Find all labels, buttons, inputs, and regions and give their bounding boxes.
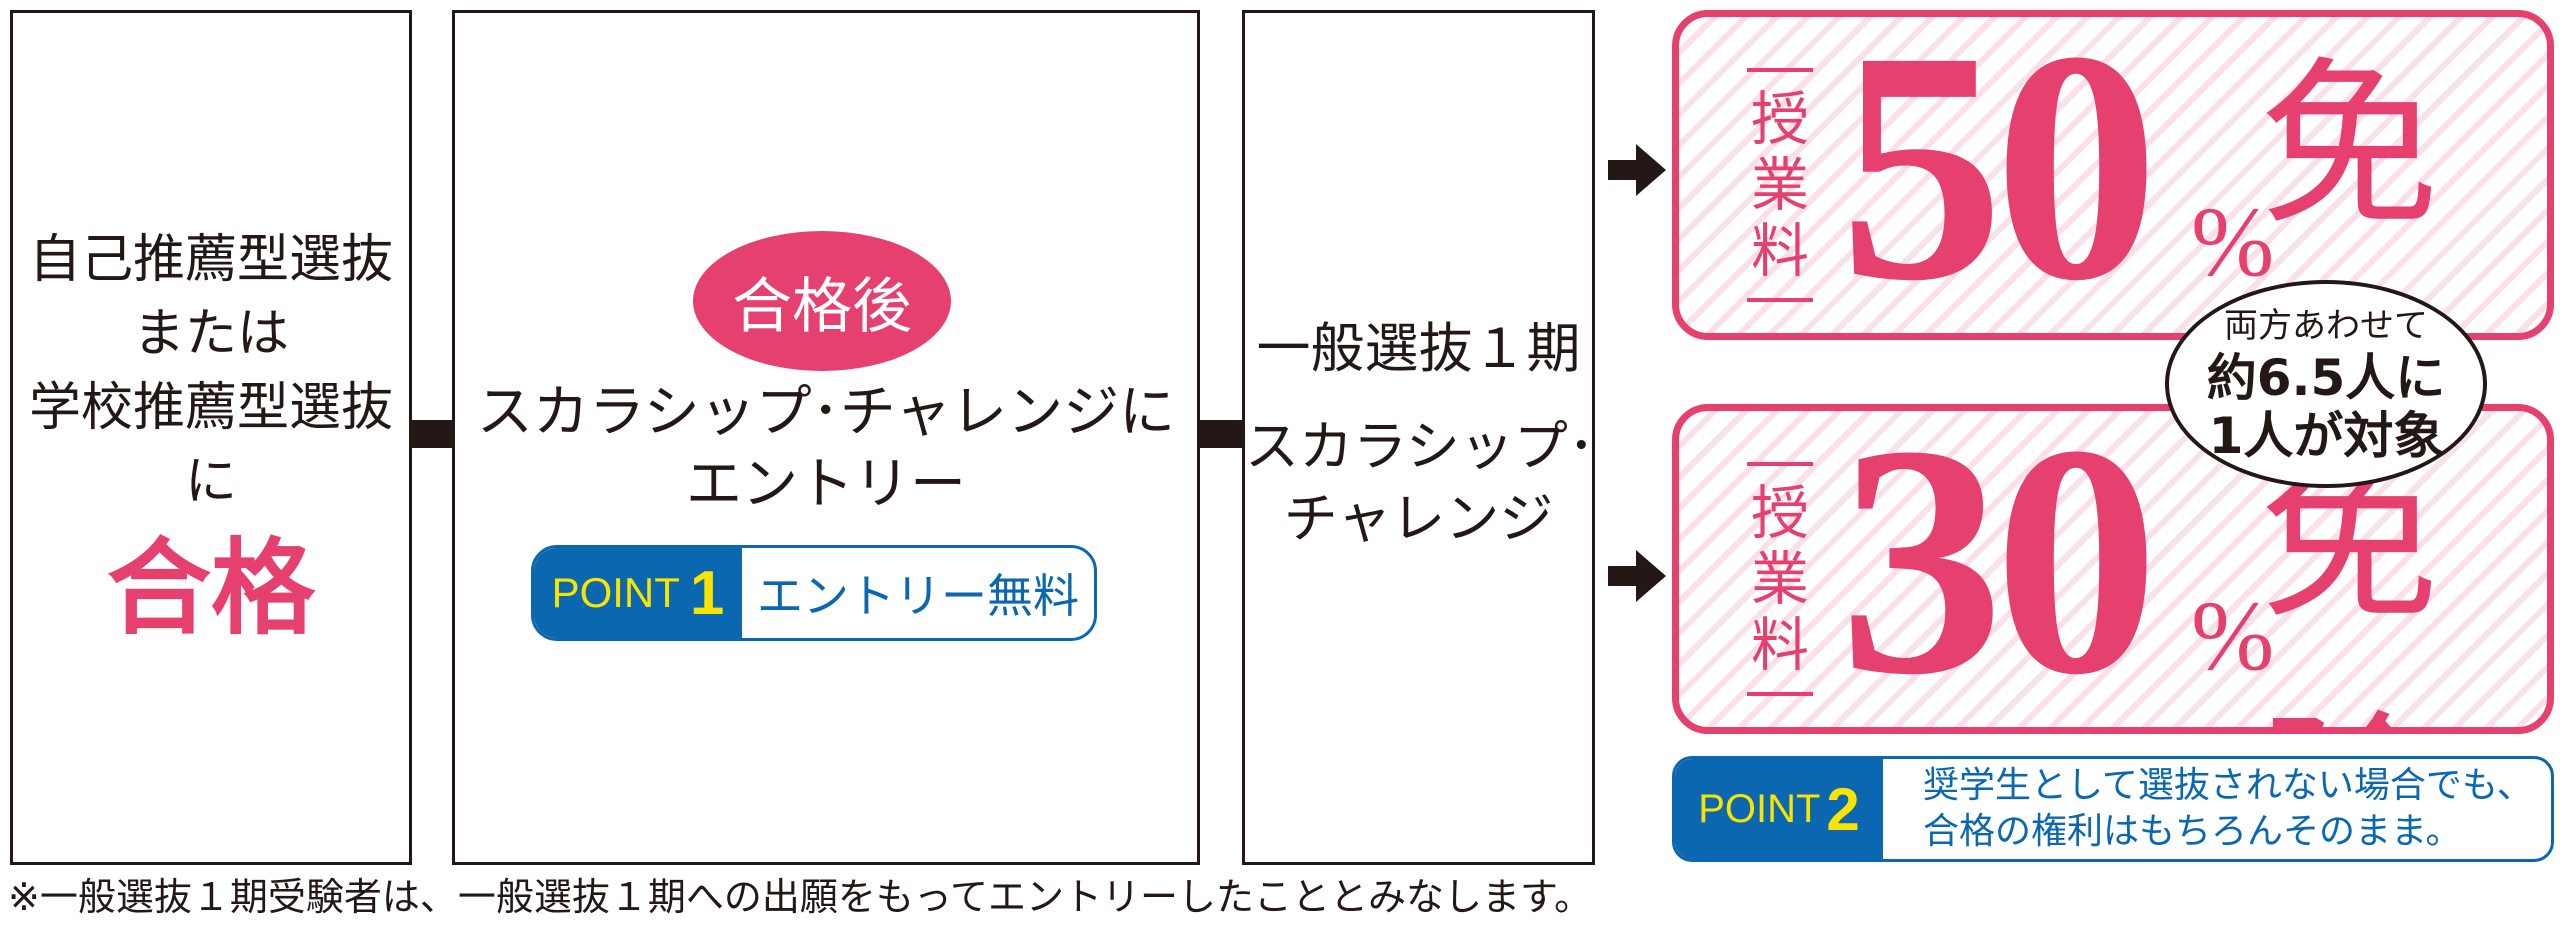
label-rule-top bbox=[1747, 462, 1813, 466]
label-rule-top bbox=[1747, 68, 1813, 72]
point2-pill: POINT 2 奨学生として選抜されない場合でも、 合格の権利はもちろんそのまま… bbox=[1672, 756, 2554, 862]
point2-line-2: 合格の権利はもちろんそのまま。 bbox=[1923, 811, 2462, 852]
step3-line-2: スカラシップ･ bbox=[1245, 415, 1595, 478]
step1-line-2: または bbox=[132, 303, 289, 364]
step2-box: 合格後 スカラシップ･チャレンジに エントリー POINT 1 エントリー無料 bbox=[452, 10, 1200, 865]
point2-tag: POINT 2 bbox=[1675, 759, 1883, 859]
point1-text: エントリー無料 bbox=[757, 569, 1079, 623]
tuition-char-1: 授 bbox=[1750, 85, 1809, 153]
point2-line-1: 奨学生として選抜されない場合でも、 bbox=[1923, 765, 2533, 806]
tuition-50-exemption-box: 授 業 料 50 % 免除 bbox=[1672, 10, 2554, 340]
point1-pill: POINT 1 エントリー無料 bbox=[531, 545, 1097, 641]
label-rule-bottom bbox=[1747, 692, 1813, 696]
connector-1 bbox=[412, 420, 454, 448]
step2-line-1: スカラシップ･チャレンジに bbox=[476, 380, 1176, 445]
footnote: ※一般選抜１期受験者は、一般選抜１期への出願をもってエントリーしたこととみなしま… bbox=[8, 875, 1593, 919]
step3-box: 一般選抜１期 スカラシップ･ チャレンジ bbox=[1242, 10, 1595, 865]
connector-2 bbox=[1198, 420, 1244, 448]
percent-value-50: 50 bbox=[1839, 10, 2159, 340]
step3-line-3: チャレンジ bbox=[1283, 487, 1554, 550]
point1-number: 1 bbox=[689, 558, 725, 628]
ratio-line-3: 1人が対象 bbox=[2208, 407, 2444, 465]
tuition-char-3: 料 bbox=[1750, 217, 1809, 285]
tuition-char-3: 料 bbox=[1750, 611, 1809, 679]
point2-number: 2 bbox=[1826, 775, 1860, 843]
arrow-right-icon bbox=[1608, 550, 1666, 602]
ratio-bubble: 両方あわせて 約6.5人に 1人が対象 bbox=[2165, 280, 2487, 488]
tuition-label: 授 業 料 bbox=[1735, 45, 1825, 325]
step2-line-2: エントリー bbox=[686, 452, 966, 517]
point2-text: 奨学生として選抜されない場合でも、 合格の権利はもちろんそのまま。 bbox=[1883, 759, 2551, 859]
step1-highlight: 合格 bbox=[106, 526, 315, 649]
percent-sign: % bbox=[2191, 186, 2275, 297]
tuition-label: 授 業 料 bbox=[1735, 439, 1825, 719]
exemption-word: 免除 bbox=[2259, 42, 2439, 333]
step1-line-1: 自己推薦型選抜 bbox=[28, 229, 393, 290]
tuition-char-2: 業 bbox=[1750, 151, 1809, 219]
step3-line-1: 一般選抜１期 bbox=[1256, 317, 1581, 380]
point1-label: POINT bbox=[551, 569, 680, 616]
tuition-char-2: 業 bbox=[1750, 545, 1809, 613]
tuition-char-1: 授 bbox=[1750, 479, 1809, 547]
ratio-line-1: 両方あわせて bbox=[2224, 306, 2428, 346]
ratio-line-2: 約6.5人に bbox=[2206, 349, 2446, 407]
percent-sign: % bbox=[2191, 580, 2275, 691]
after-pass-label: 合格後 bbox=[732, 271, 912, 342]
point2-label: POINT bbox=[1698, 786, 1821, 831]
step1-line-3: 学校推薦型選抜に bbox=[28, 377, 393, 512]
step1-box: 自己推薦型選抜 または 学校推薦型選抜に 合格 bbox=[10, 10, 412, 865]
label-rule-bottom bbox=[1747, 298, 1813, 302]
percent-value-30: 30 bbox=[1839, 404, 2159, 734]
point1-tag: POINT 1 bbox=[534, 548, 742, 638]
arrow-right-icon bbox=[1608, 144, 1666, 196]
after-pass-badge: 合格後 bbox=[693, 231, 951, 371]
